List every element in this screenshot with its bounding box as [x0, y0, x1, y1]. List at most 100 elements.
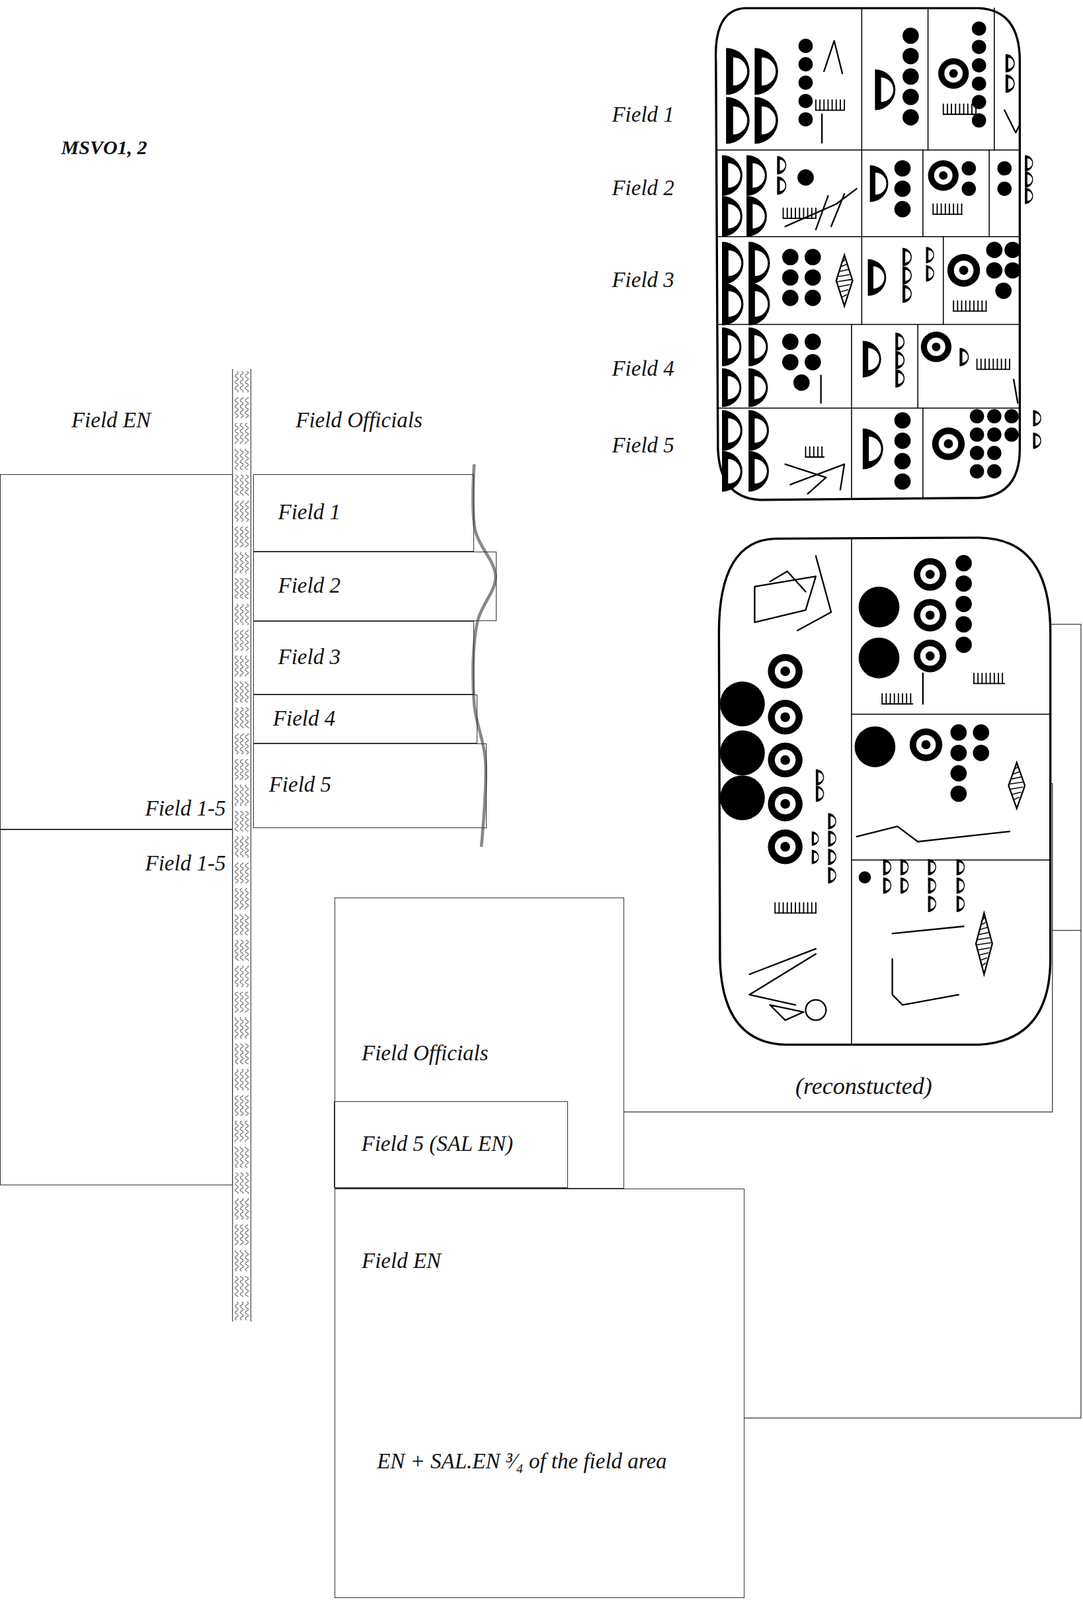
leaf-hatch: [981, 921, 986, 924]
tally-mark: [973, 673, 975, 683]
cuneiform-d: [722, 241, 744, 285]
cuneiform-d: [827, 866, 836, 884]
tablet-ruling: [993, 7, 996, 150]
box-label: Field 1: [278, 499, 341, 525]
field-box: Field 1: [253, 474, 475, 552]
leaf-hatch: [1010, 781, 1024, 784]
cuneiform-d-inner: [733, 106, 748, 135]
cuneiform-d: [883, 858, 892, 876]
cuneiform-d: [746, 154, 767, 196]
numeral-dot: [987, 427, 1002, 442]
cuneiform-d: [811, 849, 820, 865]
leaf-hatch: [838, 274, 851, 277]
cuneiform-d-inner: [733, 57, 748, 86]
field-box: Field 2: [253, 551, 498, 621]
tally-mark: [897, 693, 900, 704]
cuneiform-d-inner: [958, 898, 964, 909]
cuneiform-d-inner: [727, 376, 740, 400]
cuneiform-d-inner: [1027, 174, 1033, 185]
cuneiform-d: [754, 97, 778, 145]
tally-mark: [1008, 359, 1011, 369]
cuneiform-d: [827, 830, 836, 847]
cuneiform-d-inner: [897, 335, 904, 348]
tablet-ruling: [861, 150, 863, 237]
tablet-ruling: [927, 7, 929, 150]
pictogram-stroke: [856, 825, 1010, 842]
cuneiform-d: [956, 858, 965, 876]
cuneiform-d: [956, 876, 965, 894]
tally-mark: [1004, 359, 1007, 369]
leaf-hatch: [977, 936, 990, 939]
cuneiform-d: [815, 785, 824, 803]
tally-mark: [817, 446, 819, 457]
pictogram-stroke: [823, 40, 843, 74]
numeral-dot: [971, 21, 987, 36]
tally-mark: [774, 902, 776, 913]
tally-mark: [973, 300, 975, 311]
tally-mark: [813, 446, 815, 457]
cuneiform-d: [895, 351, 905, 370]
cuneiform-d: [956, 895, 965, 912]
leaf-hatch: [980, 926, 988, 929]
tablet-outline: [718, 537, 1050, 1045]
tally-mark: [843, 99, 845, 110]
box-label: Field 1-5: [145, 850, 227, 877]
cuneiform-d: [925, 246, 934, 264]
cuneiform-d-inner: [928, 268, 933, 279]
numeral-dot: [987, 464, 1002, 479]
field-boundary: [472, 464, 496, 847]
numeral-dot: [720, 681, 765, 726]
field-box: Field 5: [253, 743, 487, 828]
cuneiform-d: [902, 284, 912, 303]
cuneiform-d: [900, 858, 909, 876]
pictogram-stroke: [770, 571, 806, 592]
numeral-ring: [932, 427, 965, 460]
tally-mark: [948, 203, 951, 214]
tally-mark: [961, 203, 963, 214]
cuneiform-d-inner: [875, 172, 887, 195]
cuneiform-d: [748, 282, 770, 326]
cuneiform-d: [722, 368, 742, 408]
cuneiform-d-inner: [727, 417, 741, 443]
tally-mark: [901, 693, 904, 704]
cuneiform-d-inner: [727, 203, 741, 229]
tally-mark: [905, 693, 908, 704]
cuneiform-d-inner: [881, 77, 894, 102]
pictogram-stroke: [831, 193, 845, 227]
tally-mark: [981, 300, 983, 311]
cuneiform-d-inner: [755, 250, 768, 277]
cuneiform-d-inner: [930, 880, 935, 890]
leaf-hatch: [837, 279, 852, 282]
cuneiform-d: [928, 895, 937, 912]
cuneiform-d: [862, 428, 884, 470]
leaf-hatch: [1015, 766, 1018, 769]
numeral-dot: [1004, 241, 1021, 259]
numeral-ring-core: [780, 841, 791, 852]
cuneiform-d: [722, 327, 742, 367]
numeral-ring-core: [780, 755, 791, 765]
cuneiform-d: [827, 848, 836, 865]
numeral-dot: [894, 452, 912, 470]
cuneiform-d: [1005, 74, 1015, 94]
cuneiform-d-inner: [885, 862, 890, 873]
sign-circle: [805, 999, 826, 1021]
cuneiform-d: [1024, 171, 1033, 188]
field-officials-box: Field OfficialsField 5 (SAL EN): [334, 897, 625, 1189]
cuneiform-d-inner: [928, 249, 933, 260]
tablet-ruling: [861, 236, 863, 325]
tablet-ruling: [988, 150, 990, 237]
pictogram-stroke: [892, 925, 964, 933]
box-label: Field 2: [278, 573, 341, 599]
pictogram-stroke: [785, 188, 857, 227]
tablet-outline: [716, 7, 1021, 500]
numeral-dot: [782, 248, 799, 266]
cuneiform-d-inner: [818, 788, 824, 799]
tally-mark: [932, 203, 934, 214]
cuneiform-d-inner: [873, 266, 885, 289]
tally-mark: [794, 208, 797, 219]
cuneiform-d-inner: [1027, 158, 1033, 168]
numeral-dot: [971, 113, 987, 128]
cuneiform-d: [725, 47, 750, 95]
cuneiform-d: [722, 450, 743, 492]
cuneiform-d: [776, 156, 787, 175]
